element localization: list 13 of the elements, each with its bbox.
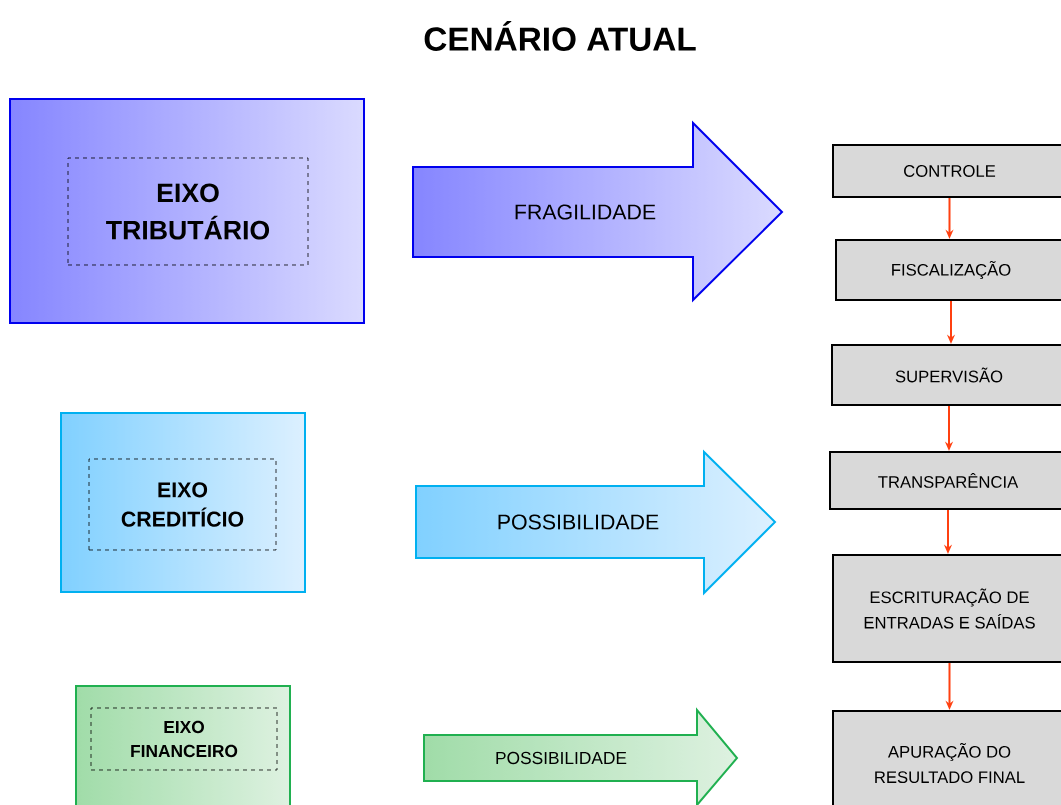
title: CENÁRIO ATUAL	[424, 21, 696, 51]
process-box: TRANSPARÊNCIA	[829, 451, 1061, 510]
panel-box	[9, 98, 365, 324]
panel-box	[75, 685, 291, 805]
dashed-box: EIXO TRIBUTÁRIO	[67, 157, 309, 266]
panel-box	[60, 412, 306, 593]
process-box: ESCRITURAÇÃO DE ENTRADAS E SAÍDAS	[832, 554, 1061, 663]
process-box: SUPERVISÃO	[831, 344, 1061, 406]
dashed-box: EIXO CREDITÍCIO	[88, 458, 277, 551]
dashed-box: EIXO FINANCEIRO	[90, 707, 278, 771]
process-box: CONTROLE	[832, 144, 1061, 198]
process-box: APURAÇÃO DO RESULTADO FINAL	[832, 710, 1061, 805]
process-box: FISCALIZAÇÃO	[835, 239, 1061, 301]
